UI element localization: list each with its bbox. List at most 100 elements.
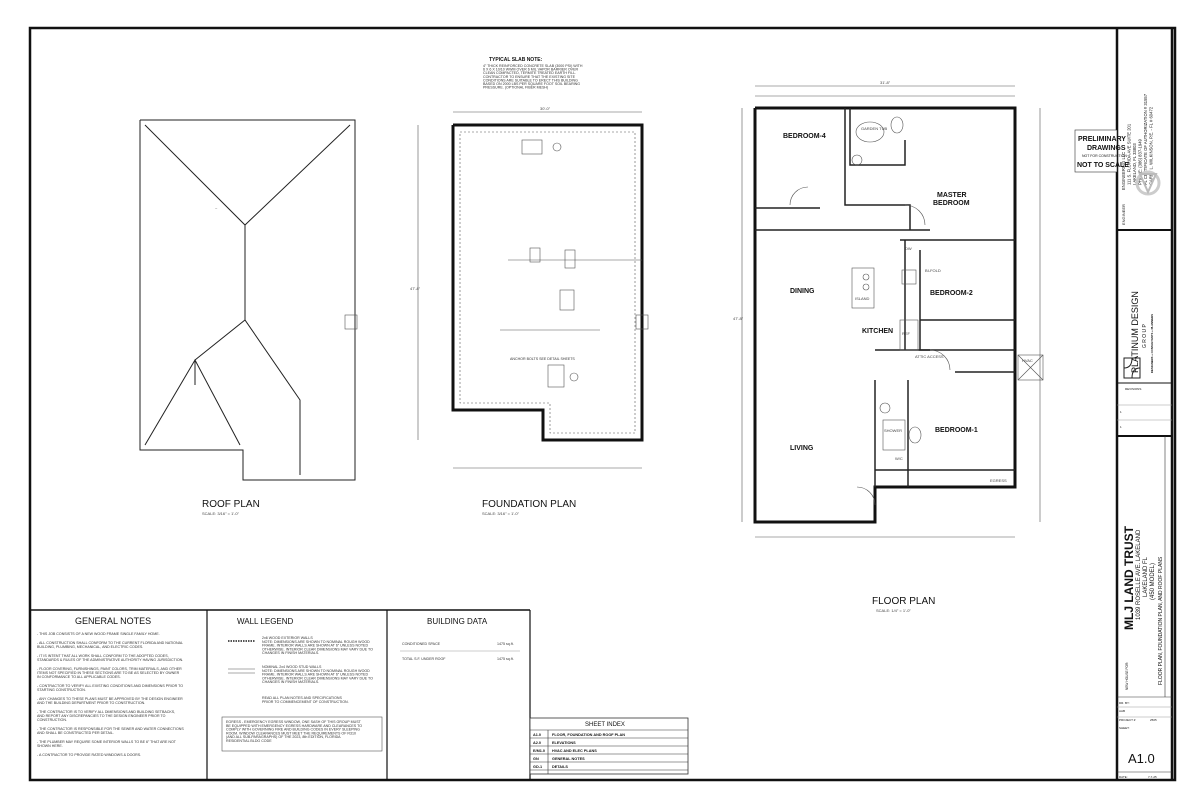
slab-note: TYPICAL SLAB NOTE: 4" THICK REINFORCED C… [483, 57, 583, 90]
engineer-line: PHONE: (386) 837-1949 [1138, 138, 1143, 185]
note-line: COMPLY WITH GOVERNING FIRE AND BUILDING … [226, 728, 360, 732]
svg-text:NEW HOUSE FOR:: NEW HOUSE FOR: [1125, 662, 1129, 690]
sheet-index-desc: DETAILS [552, 765, 568, 769]
note-line: ROOM. WINDOW CLEARANCES MUST MEET THE RE… [226, 731, 356, 735]
sheet-index-desc: FLOOR, FOUNDATION AND ROOF PLAN [552, 733, 625, 737]
sheet-index-desc: HVAC AND ELEC PLANS [552, 749, 597, 753]
sheet-index-code: A1.0 [533, 733, 541, 737]
svg-text:PROJECT #: PROJECT # [1119, 718, 1136, 722]
sheet-index-desc: GENERAL NOTES [552, 757, 585, 761]
svg-text:BI-FOLD: BI-FOLD [925, 268, 941, 273]
building-data: BUILDING DATA CONDITIONED SPACE 1475 sq.… [400, 617, 520, 661]
svg-text:ENGINEER: ENGINEER [1121, 204, 1126, 225]
svg-text:BEDROOM-1: BEDROOM-1 [935, 427, 978, 434]
svg-text:REF: REF [902, 331, 911, 336]
note-line: BASED ON 2000 LBS PER SQUARE FOOT SOIL B… [483, 82, 580, 86]
general-note-item: - A CONTRACTOR TO PROVIDE RATED WINDOWS … [37, 753, 141, 757]
engineer-line: 111 S. FLORIDA AVE SUITE 201 [1127, 123, 1132, 185]
note-line: OTHERWISE. INTERIOR CLEAR DIMENSIONS MAY… [262, 647, 373, 651]
note-line: 4" THICK REINFORCED CONCRETE SLAB (3000 … [483, 64, 583, 68]
note-line: CONTRACTOR TO ENSURE THAT THE EXISTING S… [483, 75, 576, 79]
svg-text:30'-0": 30'-0" [540, 106, 551, 111]
svg-text:GARDEN TUB: GARDEN TUB [861, 126, 887, 131]
note-line: CLEAN COMPACTED, TERMITE TREATED EARTH F… [483, 71, 576, 75]
svg-text:KITCHEN: KITCHEN [862, 328, 893, 335]
svg-text:HVAC: HVAC [1022, 358, 1033, 363]
foundation-plan-scale: SCALE: 3/16" = 1'-0" [482, 511, 520, 516]
svg-text:REVISIONS: REVISIONS [1125, 387, 1141, 391]
roof-plan-title: ROOF PLAN [202, 499, 260, 510]
svg-text:G R O U P: G R O U P [1142, 323, 1148, 348]
svg-text:~: ~ [215, 206, 218, 211]
sheet-description: FLOOR PLAN, FOUNDATION PLAN, AND ROOF PL… [1158, 556, 1164, 685]
svg-text:DESIGNERS + CONSULTANTS + PLAN: DESIGNERS + CONSULTANTS + PLANNERS [1150, 314, 1154, 373]
note-line: 6 X 6 X 10/10 WWM OVER 6 MIL VAPOR BARRI… [483, 68, 578, 72]
svg-text:47'-8": 47'-8" [410, 286, 421, 291]
foundation-plan-title: FOUNDATION PLAN [482, 499, 576, 510]
note-line: BE EQUIPPED WITH EMERGENCY EGRESS HARDWA… [226, 724, 362, 728]
svg-text:ATTIC ACCESS: ATTIC ACCESS [915, 354, 944, 359]
note-line: EGRESS - EMERGENCY EGRESS WINDOW, ONE SA… [226, 720, 362, 724]
general-note-item: - ALL CONSTRUCTION SHALL CONFORM TO THE … [37, 641, 183, 649]
wall-legend: WALL LEGEND 2x6 WOOD EXTERIOR WALLSNOTE:… [221, 617, 383, 752]
note-line: CHANGES IN FINISH MATERIALS. [262, 651, 319, 655]
sheet-index-code: E/M1.0 [533, 749, 545, 753]
general-note-item: - FLOOR COVERING, FURNISHINGS, PAINT COL… [37, 667, 182, 679]
sheet-index-code: A2.0 [533, 741, 541, 745]
note-line: PRIOR TO COMMENCEMENT OF CONSTRUCTION. [262, 700, 349, 704]
engineer-line: LAKELAND, FL 33803 [1132, 143, 1137, 185]
engineer-line: ENGINEERING LLC [1121, 152, 1126, 190]
svg-text:W/C: W/C [895, 456, 903, 461]
svg-text:1: 1 [1120, 425, 1122, 429]
svg-text:SHEET:: SHEET: [1119, 726, 1130, 730]
svg-text:MASTER: MASTER [937, 192, 967, 199]
svg-text:BUILDING DATA: BUILDING DATA [427, 617, 488, 626]
platinum-logo [1123, 357, 1141, 379]
firm-name: PLATINUM DESIGN [1130, 291, 1140, 373]
svg-text:AAB: AAB [1119, 709, 1125, 713]
note-line: CHANGES IN FINISH MATERIALS. [262, 680, 319, 684]
svg-text:NOT FOR CONSTRUCTION: NOT FOR CONSTRUCTION [1082, 154, 1127, 158]
general-note-item: - THE CONTRACTOR IS RESPONSIBLE FOR THE … [37, 727, 184, 735]
note-line: READ ALL PLAN NOTES AND SPECIFICATIONS [262, 696, 342, 700]
svg-text:CONDITIONED SPACE: CONDITIONED SPACE [402, 642, 441, 646]
svg-text:ANCHOR BOLTS SEE DETAIL SHEETS: ANCHOR BOLTS SEE DETAIL SHEETS [510, 357, 575, 361]
svg-text:LIVING: LIVING [790, 445, 814, 452]
svg-text:SHEET INDEX: SHEET INDEX [585, 722, 625, 728]
floor-plan: 31'-8" 47'-8" [733, 80, 1044, 613]
note-line: RESIDENTIAL BLDG CODE [226, 739, 272, 743]
foundation-plan: 30'-0" 47'-8" ANCHOR BOLTS SEE DETAIL SH… [410, 106, 649, 516]
svg-text:BEDROOM: BEDROOM [933, 200, 970, 207]
note-line: NOTE: DIMENSIONS ARE SHOWN TO NOMINAL RO… [262, 669, 370, 673]
svg-text:TYPICAL SLAB NOTE:: TYPICAL SLAB NOTE: [489, 57, 543, 63]
sheet-index-desc: ELEVATIONS [552, 741, 576, 745]
svg-text:NOT TO SCALE: NOT TO SCALE [1077, 162, 1129, 169]
note-line: FRAME. INTERIOR WALLS ARE SHOWN AT 6" UN… [262, 673, 368, 677]
roof-plan: ~ ROOF PLAN SCALE: 3/16" = 1'-0" [139, 119, 358, 516]
svg-text:DRAWINGS: DRAWINGS [1087, 145, 1126, 152]
svg-text:7-7-25: 7-7-25 [1148, 775, 1157, 779]
svg-text:2505: 2505 [1150, 718, 1157, 722]
svg-text:PRELIMINARY: PRELIMINARY [1078, 136, 1126, 143]
engineer-logo [1135, 170, 1161, 196]
note-line: 2x6 WOOD EXTERIOR WALLS [262, 636, 313, 640]
floor-plan-title: FLOOR PLAN [872, 596, 935, 607]
svg-text:DATE:: DATE: [1119, 775, 1128, 779]
svg-text:31'-8": 31'-8" [880, 80, 891, 85]
note-line: PRESSURE. (OPTIONAL FIBER MESH) [483, 86, 548, 90]
svg-text:DINING: DINING [790, 288, 815, 295]
svg-text:DR. BY:: DR. BY: [1119, 701, 1130, 705]
general-notes: GENERAL NOTES - THIS JOB CONSISTS OF A N… [37, 616, 184, 757]
svg-text:1: 1 [1120, 410, 1122, 414]
svg-text:EGRESS: EGRESS [990, 478, 1007, 483]
note-line: NOTE: DIMENSIONS ARE SHOWN TO NOMINAL RO… [262, 640, 370, 644]
svg-text:1475 sq.ft.: 1475 sq.ft. [497, 642, 514, 646]
note-line: FRAME. INTERIOR WALLS ARE SHOWN AT 6" UN… [262, 644, 368, 648]
roof-plan-scale: SCALE: 3/16" = 1'-0" [202, 511, 240, 516]
engineer-line: FL CERTIFICATE OF AUTHORIZATION # 31557 [1143, 93, 1148, 185]
svg-text:1039 ROSELLE AVE. LAKELAND: 1039 ROSELLE AVE. LAKELAND [1136, 529, 1142, 620]
svg-text:(450 MODEL): (450 MODEL) [1150, 563, 1156, 600]
general-note-item: - THE CONTRACTOR IS TO VERIFY ALL DIMENS… [37, 710, 175, 722]
